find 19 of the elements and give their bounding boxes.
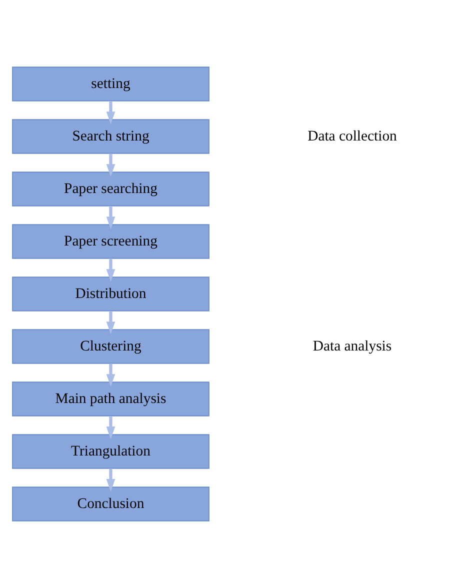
- arrow: [106, 206, 116, 230]
- node-box: Clustering: [12, 329, 210, 364]
- node-box: Main path analysis: [12, 382, 210, 416]
- node-box: Conclusion: [12, 486, 210, 522]
- label: Data analysis: [312, 338, 392, 354]
- node-box: Triangulation: [12, 434, 210, 469]
- arrow: [106, 468, 116, 492]
- node-box: Search string: [12, 119, 210, 154]
- arrow: [106, 311, 116, 334]
- arrow: [106, 101, 116, 124]
- node-box: Paper searching: [12, 172, 210, 206]
- arrow: [106, 258, 116, 282]
- arrow: [106, 154, 116, 177]
- arrow: [106, 364, 116, 387]
- node-box: Paper screening: [12, 224, 210, 259]
- node-box: Distribution: [12, 276, 210, 312]
- label: Data collection: [308, 128, 397, 144]
- arrow: [106, 416, 116, 440]
- node-box: setting: [12, 66, 210, 102]
